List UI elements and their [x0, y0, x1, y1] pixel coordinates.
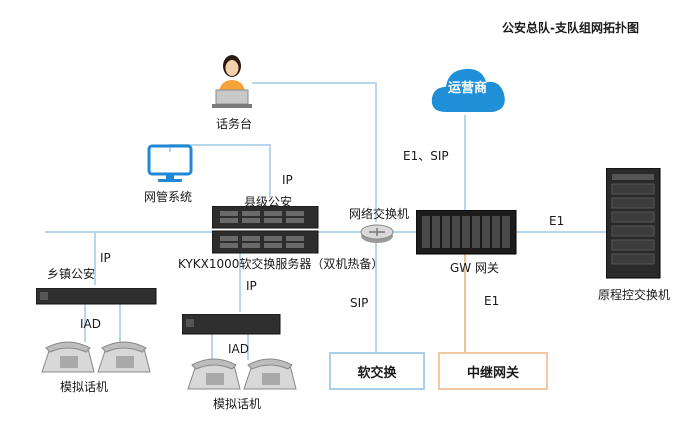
pbx-cabinet-icon	[606, 168, 661, 279]
link-nms-server	[169, 144, 271, 198]
link-label-sip: SIP	[350, 296, 369, 310]
server-label: KYKX1000软交换服务器（双机热备）	[178, 257, 384, 271]
phone-icon	[187, 358, 297, 390]
gw-gateway-label: GW 网关	[450, 261, 499, 275]
link-label-e1-sip: E1、SIP	[403, 149, 449, 163]
analog-phone-right-label: 模拟话机	[213, 397, 262, 411]
analog-phone-left-label: 模拟话机	[60, 380, 109, 394]
link-label-e1-trunk: E1	[484, 294, 500, 308]
county-police-label: 县级公安	[244, 195, 293, 209]
phone-icon	[41, 341, 151, 373]
softswitch-label: 软交换	[357, 365, 397, 381]
iad-left-label: IAD	[80, 317, 101, 331]
softswitch-box: 软交换	[329, 352, 425, 390]
link-iad2-phones	[211, 334, 249, 360]
link-iad1-phones	[84, 304, 121, 342]
cloud-icon	[431, 68, 505, 112]
trunk-gateway-label: 中继网关	[466, 365, 519, 381]
pbx-label: 原程控交换机	[598, 288, 671, 302]
network-switch-label: 网络交换机	[349, 207, 410, 221]
carrier-label: 运营商	[448, 81, 488, 96]
operator-icon	[212, 55, 252, 108]
nms-label: 网管系统	[144, 190, 193, 204]
link-console-switch	[252, 82, 377, 222]
operator-console-label: 话务台	[216, 117, 253, 131]
trunk-gateway-box: 中继网关	[438, 352, 548, 390]
iad-right-label: IAD	[228, 342, 249, 356]
server-icon	[212, 206, 319, 254]
link-label-ip-town: IP	[100, 251, 111, 265]
link-label-ip-county: IP	[282, 173, 293, 187]
iad-device-icon	[36, 288, 157, 305]
link-label-e1-pbx: E1	[549, 214, 565, 228]
monitor-icon	[147, 144, 193, 182]
link-label-ip-lower: IP	[246, 279, 257, 293]
town-police-label: 乡镇公安	[47, 267, 96, 281]
diagram-title: 公安总队-支队组网拓扑图	[502, 21, 639, 35]
gateway-icon	[416, 210, 517, 255]
switch-icon	[360, 224, 394, 243]
iad-device-icon	[182, 314, 281, 335]
